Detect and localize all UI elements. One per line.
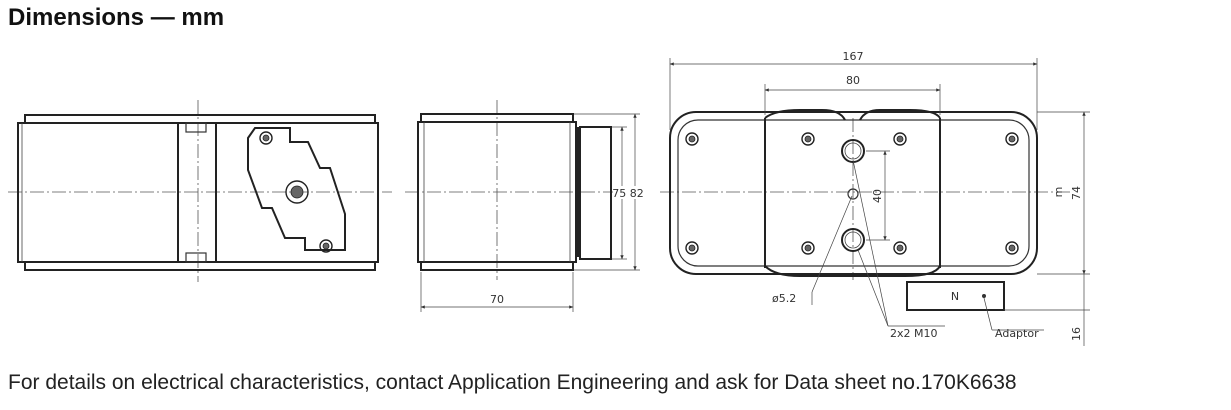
front-view-adaptor-plate (247, 127, 346, 251)
bolt (893, 241, 907, 255)
top-view: 40 167 80 74 m N 16 ø5.2 2x2 M10 (660, 50, 1090, 346)
dimension-label-80: 80 (846, 74, 860, 87)
front-view-bottom-screw (319, 239, 333, 253)
footer-note: For details on electrical characteristic… (8, 371, 1017, 394)
adaptor-block (906, 281, 1005, 311)
leader-adaptor (983, 297, 993, 331)
front-view (8, 100, 392, 282)
front-view-bottom-plate (24, 261, 376, 271)
hole-5-2 (847, 188, 859, 200)
bolt (801, 132, 815, 146)
top-view-outer-housing (669, 111, 1038, 275)
bolt (685, 241, 699, 255)
dimension-label-40: 40 (871, 189, 884, 203)
front-view-middle-section (177, 122, 217, 263)
bolt (893, 132, 907, 146)
label-adaptor: Adaptor (995, 327, 1039, 340)
bolt (1005, 132, 1019, 146)
leader-thread-bottom (857, 249, 889, 327)
diagram-heading: Dimensions — mm (8, 4, 225, 31)
adaptor-letter: N (951, 290, 959, 303)
leader-hole (811, 195, 853, 293)
dimension-label-167: 167 (843, 50, 864, 63)
dimension-label-74: 74 (1070, 186, 1083, 200)
front-view-top-plate (24, 114, 376, 124)
bolt (1005, 241, 1019, 255)
bolt (685, 132, 699, 146)
label-thread: 2x2 M10 (890, 327, 938, 340)
top-view-bolts (685, 132, 1019, 255)
dimension-label-75-82: 75 82 (612, 187, 644, 200)
dimension-label-70: 70 (490, 293, 504, 306)
side-view-adaptor (579, 126, 612, 260)
label-hole-diameter: ø5.2 (772, 292, 796, 305)
m10-thread-bottom (841, 228, 865, 252)
front-view-top-tab (185, 122, 207, 133)
front-view-bottom-tab (185, 252, 207, 263)
m10-thread-top (841, 139, 865, 163)
front-view-center-bolt (285, 180, 309, 204)
top-view-inner-housing (677, 119, 1030, 267)
side-view: 75 82 70 (405, 100, 644, 312)
bolt (801, 241, 815, 255)
front-view-top-screw (259, 131, 273, 145)
label-m: m (1052, 187, 1065, 198)
leader-thread-top (852, 159, 889, 327)
dimension-label-16: 16 (1070, 327, 1083, 341)
